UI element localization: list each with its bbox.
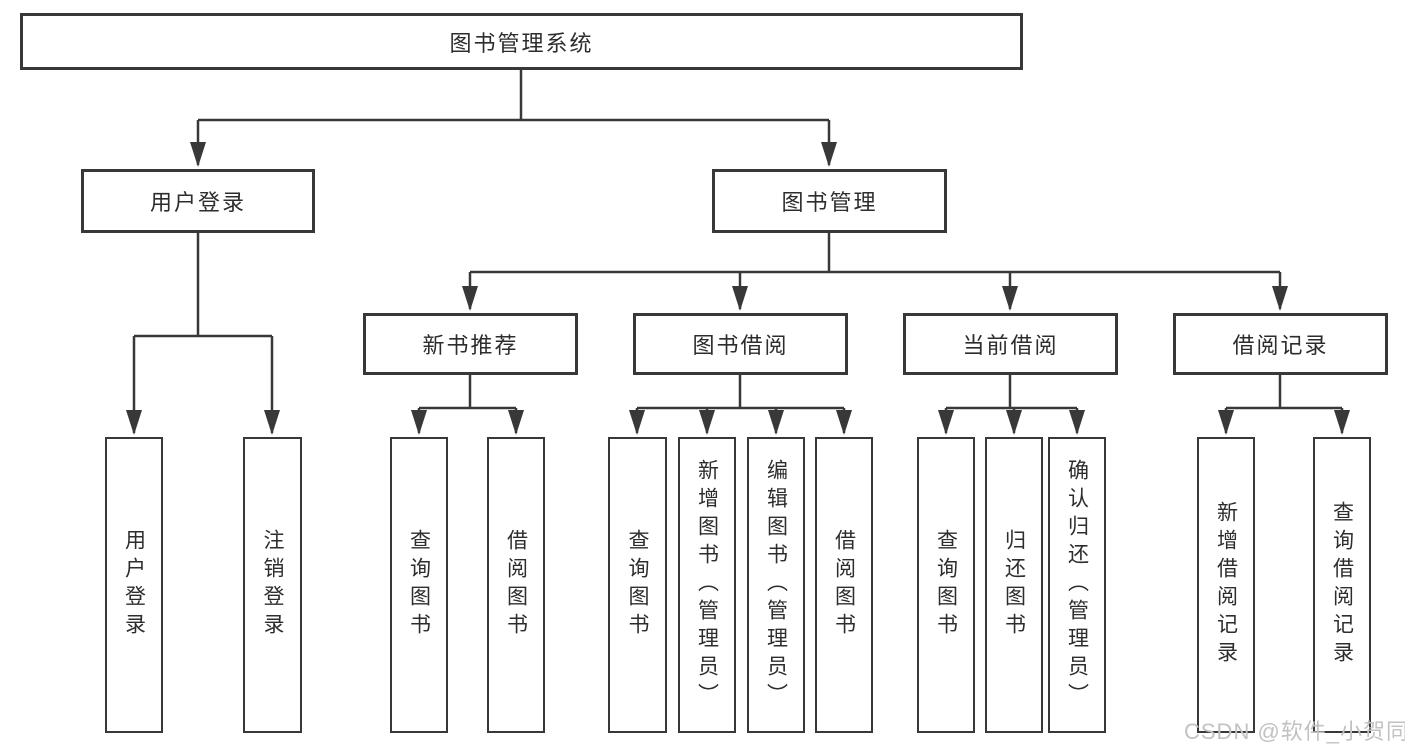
leaf-logout: 注销登录 bbox=[243, 437, 302, 733]
leaf-label: 新增借阅记录 bbox=[1214, 501, 1238, 669]
node-book-management: 图书管理 bbox=[712, 169, 947, 233]
leaf-label: 归还图书 bbox=[1002, 529, 1026, 641]
leaf-label: 借阅图书 bbox=[504, 529, 528, 641]
node-label: 图书管理 bbox=[781, 190, 878, 215]
node-label: 借阅记录 bbox=[1232, 333, 1329, 358]
leaf-query-books-recommend: 查询图书 bbox=[390, 437, 448, 733]
leaf-label: 查询借阅记录 bbox=[1330, 501, 1354, 669]
leaf-label: 确认归还（管理员） bbox=[1065, 459, 1089, 711]
leaf-label: 用户登录 bbox=[122, 529, 146, 641]
node-library-management-system: 图书管理系统 bbox=[20, 13, 1023, 70]
csdn-watermark: CSDN @软件_小贺同学 bbox=[1184, 719, 1405, 744]
leaf-label: 借阅图书 bbox=[832, 529, 856, 641]
node-label: 用户登录 bbox=[149, 190, 246, 215]
leaf-query-books: 查询图书 bbox=[608, 437, 667, 733]
leaf-label: 查询图书 bbox=[934, 529, 958, 641]
leaf-borrow-books-recommend: 借阅图书 bbox=[487, 437, 545, 733]
node-borrow-records: 借阅记录 bbox=[1173, 313, 1388, 375]
node-label: 图书管理系统 bbox=[449, 30, 594, 56]
leaf-edit-books-admin: 编辑图书（管理员） bbox=[747, 437, 805, 733]
node-current-borrow: 当前借阅 bbox=[903, 313, 1118, 375]
leaf-user-login: 用户登录 bbox=[105, 437, 163, 733]
node-new-book-recommend: 新书推荐 bbox=[363, 313, 578, 375]
leaf-borrow-books: 借阅图书 bbox=[815, 437, 873, 733]
node-user-login: 用户登录 bbox=[81, 169, 315, 233]
node-book-borrow: 图书借阅 bbox=[633, 313, 848, 375]
leaf-label: 编辑图书（管理员） bbox=[764, 459, 788, 711]
node-label: 新书推荐 bbox=[422, 333, 519, 358]
leaf-query-books-current: 查询图书 bbox=[917, 437, 975, 733]
leaf-add-borrow-record: 新增借阅记录 bbox=[1197, 437, 1255, 733]
leaf-add-books-admin: 新增图书（管理员） bbox=[678, 437, 736, 733]
leaf-confirm-return-admin: 确认归还（管理员） bbox=[1048, 437, 1106, 733]
node-label: 当前借阅 bbox=[962, 333, 1059, 358]
leaf-label: 查询图书 bbox=[626, 529, 649, 641]
node-label: 图书借阅 bbox=[692, 333, 789, 358]
leaf-label: 查询图书 bbox=[407, 529, 431, 641]
leaf-label: 新增图书（管理员） bbox=[695, 459, 719, 711]
leaf-return-books: 归还图书 bbox=[985, 437, 1043, 733]
leaf-label: 注销登录 bbox=[261, 529, 284, 641]
leaf-query-borrow-record: 查询借阅记录 bbox=[1313, 437, 1371, 733]
